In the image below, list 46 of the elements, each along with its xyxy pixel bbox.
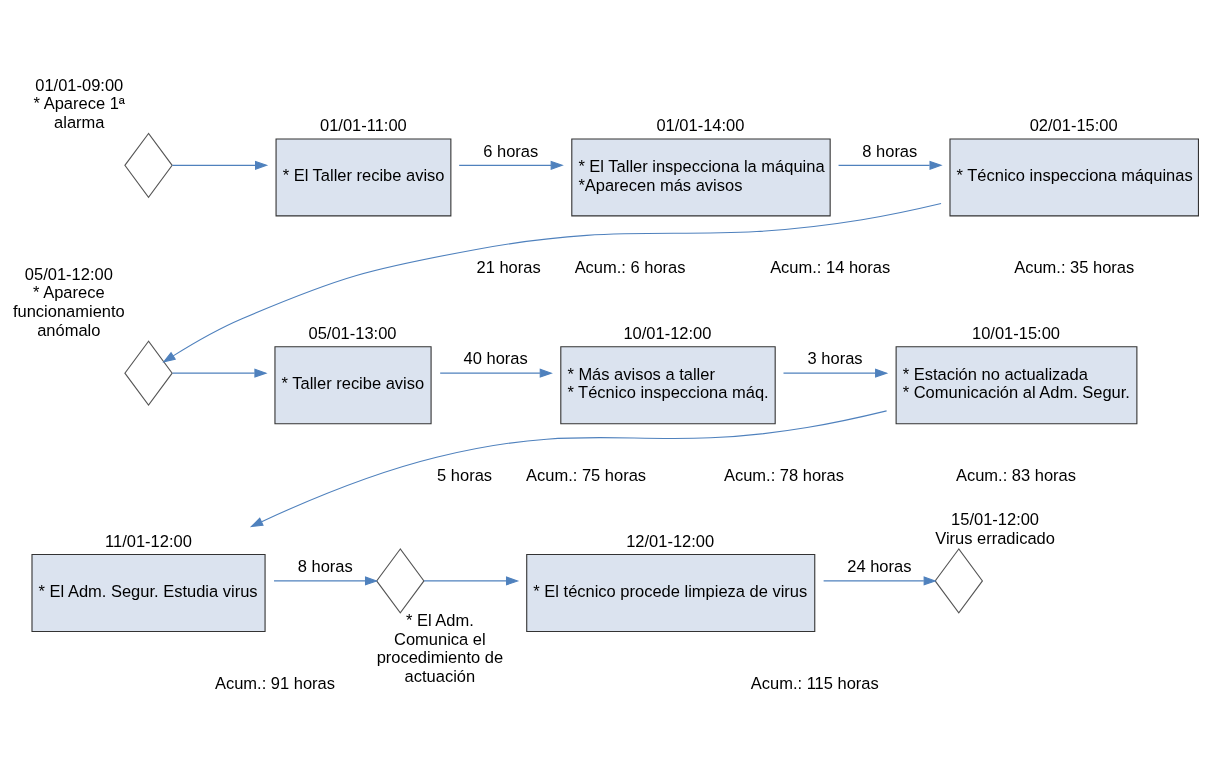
edge-label: 5 horas <box>437 465 493 484</box>
node-diamond <box>124 339 173 406</box>
edge-label: 8 horas <box>297 556 353 575</box>
arrow <box>171 368 268 378</box>
node-label: 12/01-12:00 <box>626 531 715 550</box>
node-diamond <box>934 547 984 614</box>
edge-label: 40 horas <box>463 348 528 367</box>
edge-label: 21 horas <box>476 257 541 276</box>
label: Acum.: 78 horas <box>723 465 844 484</box>
node-diamond <box>375 547 425 614</box>
arrow <box>439 368 553 378</box>
node-label: * El Adm. Comunica el procedimiento de actuación <box>376 610 504 685</box>
arrow <box>273 575 379 586</box>
label: Acum.: 14 horas <box>770 257 891 276</box>
label: Acum.: 115 horas <box>750 673 879 692</box>
arrow <box>249 409 888 527</box>
label: Acum.: 91 horas <box>214 673 335 692</box>
edge-label: 6 horas <box>483 141 539 160</box>
arrow <box>823 575 937 586</box>
edge-label: 24 horas <box>847 556 912 575</box>
node-label: 02/01-15:00 <box>1029 115 1118 134</box>
node-label: 05/01-13:00 <box>308 323 397 342</box>
edge-label: 3 horas <box>807 348 863 367</box>
arrow <box>838 160 943 170</box>
label: Acum.: 35 horas <box>1014 257 1135 276</box>
node-label: 10/01-12:00 <box>623 323 712 342</box>
node-label: 15/01-12:00 <box>951 509 1040 528</box>
node-label: * Aparece funcionamiento anómalo <box>12 282 125 339</box>
arrow <box>162 202 942 363</box>
node-label: Virus erradicado <box>935 528 1055 547</box>
arrow <box>782 368 889 378</box>
node-label: 01/01-14:00 <box>656 115 745 134</box>
label: Acum.: 75 horas <box>526 465 647 484</box>
label: Acum.: 83 horas <box>955 465 1076 484</box>
node-label: 05/01-12:00 <box>24 264 113 283</box>
arrow <box>171 160 269 170</box>
node-label: 10/01-15:00 <box>971 323 1060 342</box>
node-label: 01/01-11:00 <box>320 115 407 134</box>
label: Acum.: 6 horas <box>574 257 686 276</box>
arrow <box>458 160 564 170</box>
node-diamond <box>124 132 173 198</box>
arrow <box>423 575 520 586</box>
node-label: 11/01-12:00 <box>105 531 192 550</box>
edge-label: 8 horas <box>862 141 918 160</box>
node-label: * Aparece 1ª alarma <box>33 93 125 131</box>
node-label: 01/01-09:00 <box>35 75 124 94</box>
